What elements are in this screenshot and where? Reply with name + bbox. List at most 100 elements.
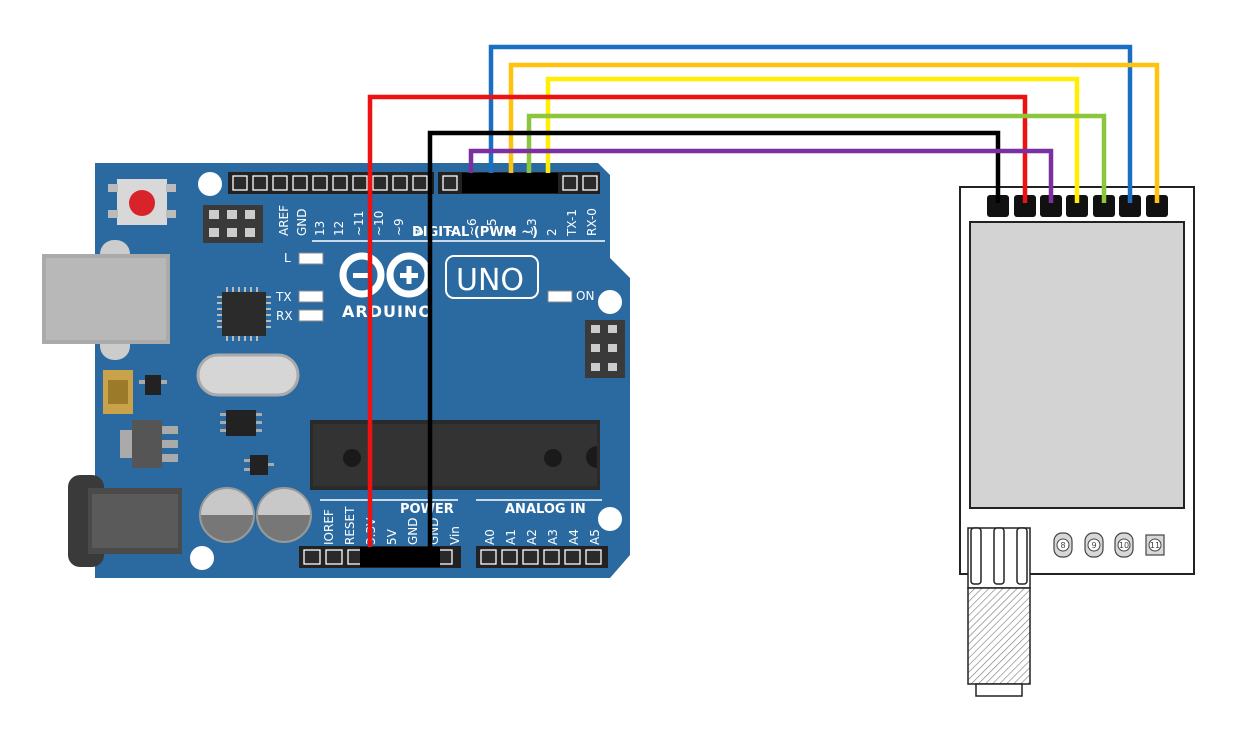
wire-purple bbox=[468, 148, 1054, 203]
header-socket bbox=[501, 549, 518, 565]
top-pin-label: ~9 bbox=[392, 218, 406, 236]
header-socket bbox=[232, 175, 248, 191]
analog-pin-label: A5 bbox=[588, 529, 602, 545]
top-pin-label: ~5 bbox=[485, 218, 499, 236]
module-pad-label: 9 bbox=[1091, 541, 1096, 550]
transistor bbox=[139, 375, 167, 395]
usb-connector bbox=[42, 240, 170, 360]
power-label: POWER bbox=[400, 502, 454, 517]
icsp-header-right bbox=[585, 320, 625, 378]
wire-cap bbox=[462, 173, 558, 193]
analog-pin-label: A1 bbox=[504, 529, 518, 545]
uno-badge: UNO bbox=[445, 255, 539, 299]
header-socket bbox=[332, 175, 348, 191]
module-pin bbox=[1093, 195, 1115, 217]
top-pin-label: 7 bbox=[446, 228, 460, 236]
module-pad-ring bbox=[1148, 538, 1162, 552]
header-socket bbox=[522, 549, 539, 565]
small-transistor bbox=[244, 455, 274, 475]
mounting-hole bbox=[598, 290, 622, 314]
top-pin-label: 12 bbox=[332, 221, 346, 236]
power-pin-label: IOREF bbox=[322, 509, 336, 545]
header-socket bbox=[480, 549, 497, 565]
module-pin bbox=[1014, 195, 1036, 217]
analog-header bbox=[476, 546, 608, 568]
header-socket bbox=[325, 549, 343, 565]
header-socket bbox=[412, 175, 428, 191]
power-pin-label: Vin bbox=[448, 526, 462, 545]
power-jack bbox=[68, 475, 182, 567]
logo-text: ARDUINO bbox=[342, 302, 433, 321]
top-pin-label: 4 bbox=[505, 228, 519, 236]
top-pin-label: RX-0 bbox=[585, 208, 599, 236]
top-pin-label: ~10 bbox=[372, 211, 386, 236]
reset-button bbox=[108, 179, 176, 225]
led-tx bbox=[298, 290, 324, 303]
mounting-hole bbox=[198, 172, 222, 196]
icsp-header bbox=[203, 205, 263, 243]
top-pin-label: AREF bbox=[277, 205, 291, 236]
wires bbox=[360, 44, 1160, 567]
antenna-icon bbox=[967, 587, 1031, 697]
power-pin-label: 5V bbox=[385, 528, 399, 545]
module-pin-header bbox=[987, 195, 1168, 217]
fuse bbox=[103, 370, 133, 414]
led-l-label: L bbox=[284, 251, 291, 265]
header-socket bbox=[272, 175, 288, 191]
atmega-chip bbox=[310, 420, 600, 490]
power-pin-label: GND bbox=[406, 517, 420, 545]
header-socket bbox=[562, 175, 578, 191]
analog-pin-label: A4 bbox=[567, 529, 581, 545]
top-pin-label: TX-1 bbox=[565, 209, 579, 237]
header-socket bbox=[252, 175, 268, 191]
module-pin bbox=[1146, 195, 1168, 217]
wire-yellow bbox=[545, 76, 1080, 203]
voltage-regulator bbox=[120, 420, 178, 468]
analog-pin-label: A3 bbox=[546, 529, 560, 545]
model-label: UNO bbox=[456, 263, 524, 298]
wire-black bbox=[427, 130, 1001, 553]
power-pin-label: RESET bbox=[343, 506, 357, 545]
header-socket bbox=[372, 175, 388, 191]
crystal-oscillator bbox=[196, 353, 300, 397]
capacitor bbox=[199, 487, 255, 543]
top-pin-label: GND bbox=[295, 208, 309, 236]
header-socket bbox=[585, 549, 602, 565]
digital-header-label: DIGITAL (PWM ~) bbox=[412, 225, 538, 240]
header-socket bbox=[564, 549, 581, 565]
module-pad-ring bbox=[1056, 538, 1070, 552]
header-socket bbox=[582, 175, 598, 191]
header-socket bbox=[352, 175, 368, 191]
module-pad-label: 11 bbox=[1150, 541, 1160, 550]
header-socket bbox=[312, 175, 328, 191]
header-socket bbox=[392, 175, 408, 191]
led-rx-label: RX bbox=[276, 309, 293, 323]
analog-label: ANALOG IN bbox=[505, 502, 586, 517]
wire-green bbox=[526, 113, 1107, 203]
header-socket bbox=[442, 175, 458, 191]
top-pin-label: ~6 bbox=[465, 218, 479, 236]
wire-blue bbox=[488, 44, 1133, 203]
mounting-hole bbox=[598, 507, 622, 531]
module-shield bbox=[969, 221, 1185, 509]
top-pin-label: 8 bbox=[412, 228, 426, 236]
digital-header bbox=[228, 172, 600, 194]
led-rx bbox=[298, 309, 324, 322]
header-socket bbox=[303, 549, 321, 565]
wire-orange bbox=[508, 62, 1160, 203]
small-ic bbox=[220, 410, 262, 436]
module-pin bbox=[1040, 195, 1062, 217]
header-socket bbox=[292, 175, 308, 191]
module-pad-label: 8 bbox=[1060, 541, 1065, 550]
wire-cap bbox=[360, 547, 440, 567]
analog-pin-label: A0 bbox=[483, 529, 497, 545]
led-tx-label: TX bbox=[275, 290, 292, 304]
module-pin bbox=[1119, 195, 1141, 217]
mounting-hole bbox=[190, 546, 214, 570]
top-pin-label: 2 bbox=[545, 228, 559, 236]
top-pin-label: ~3 bbox=[525, 218, 539, 236]
